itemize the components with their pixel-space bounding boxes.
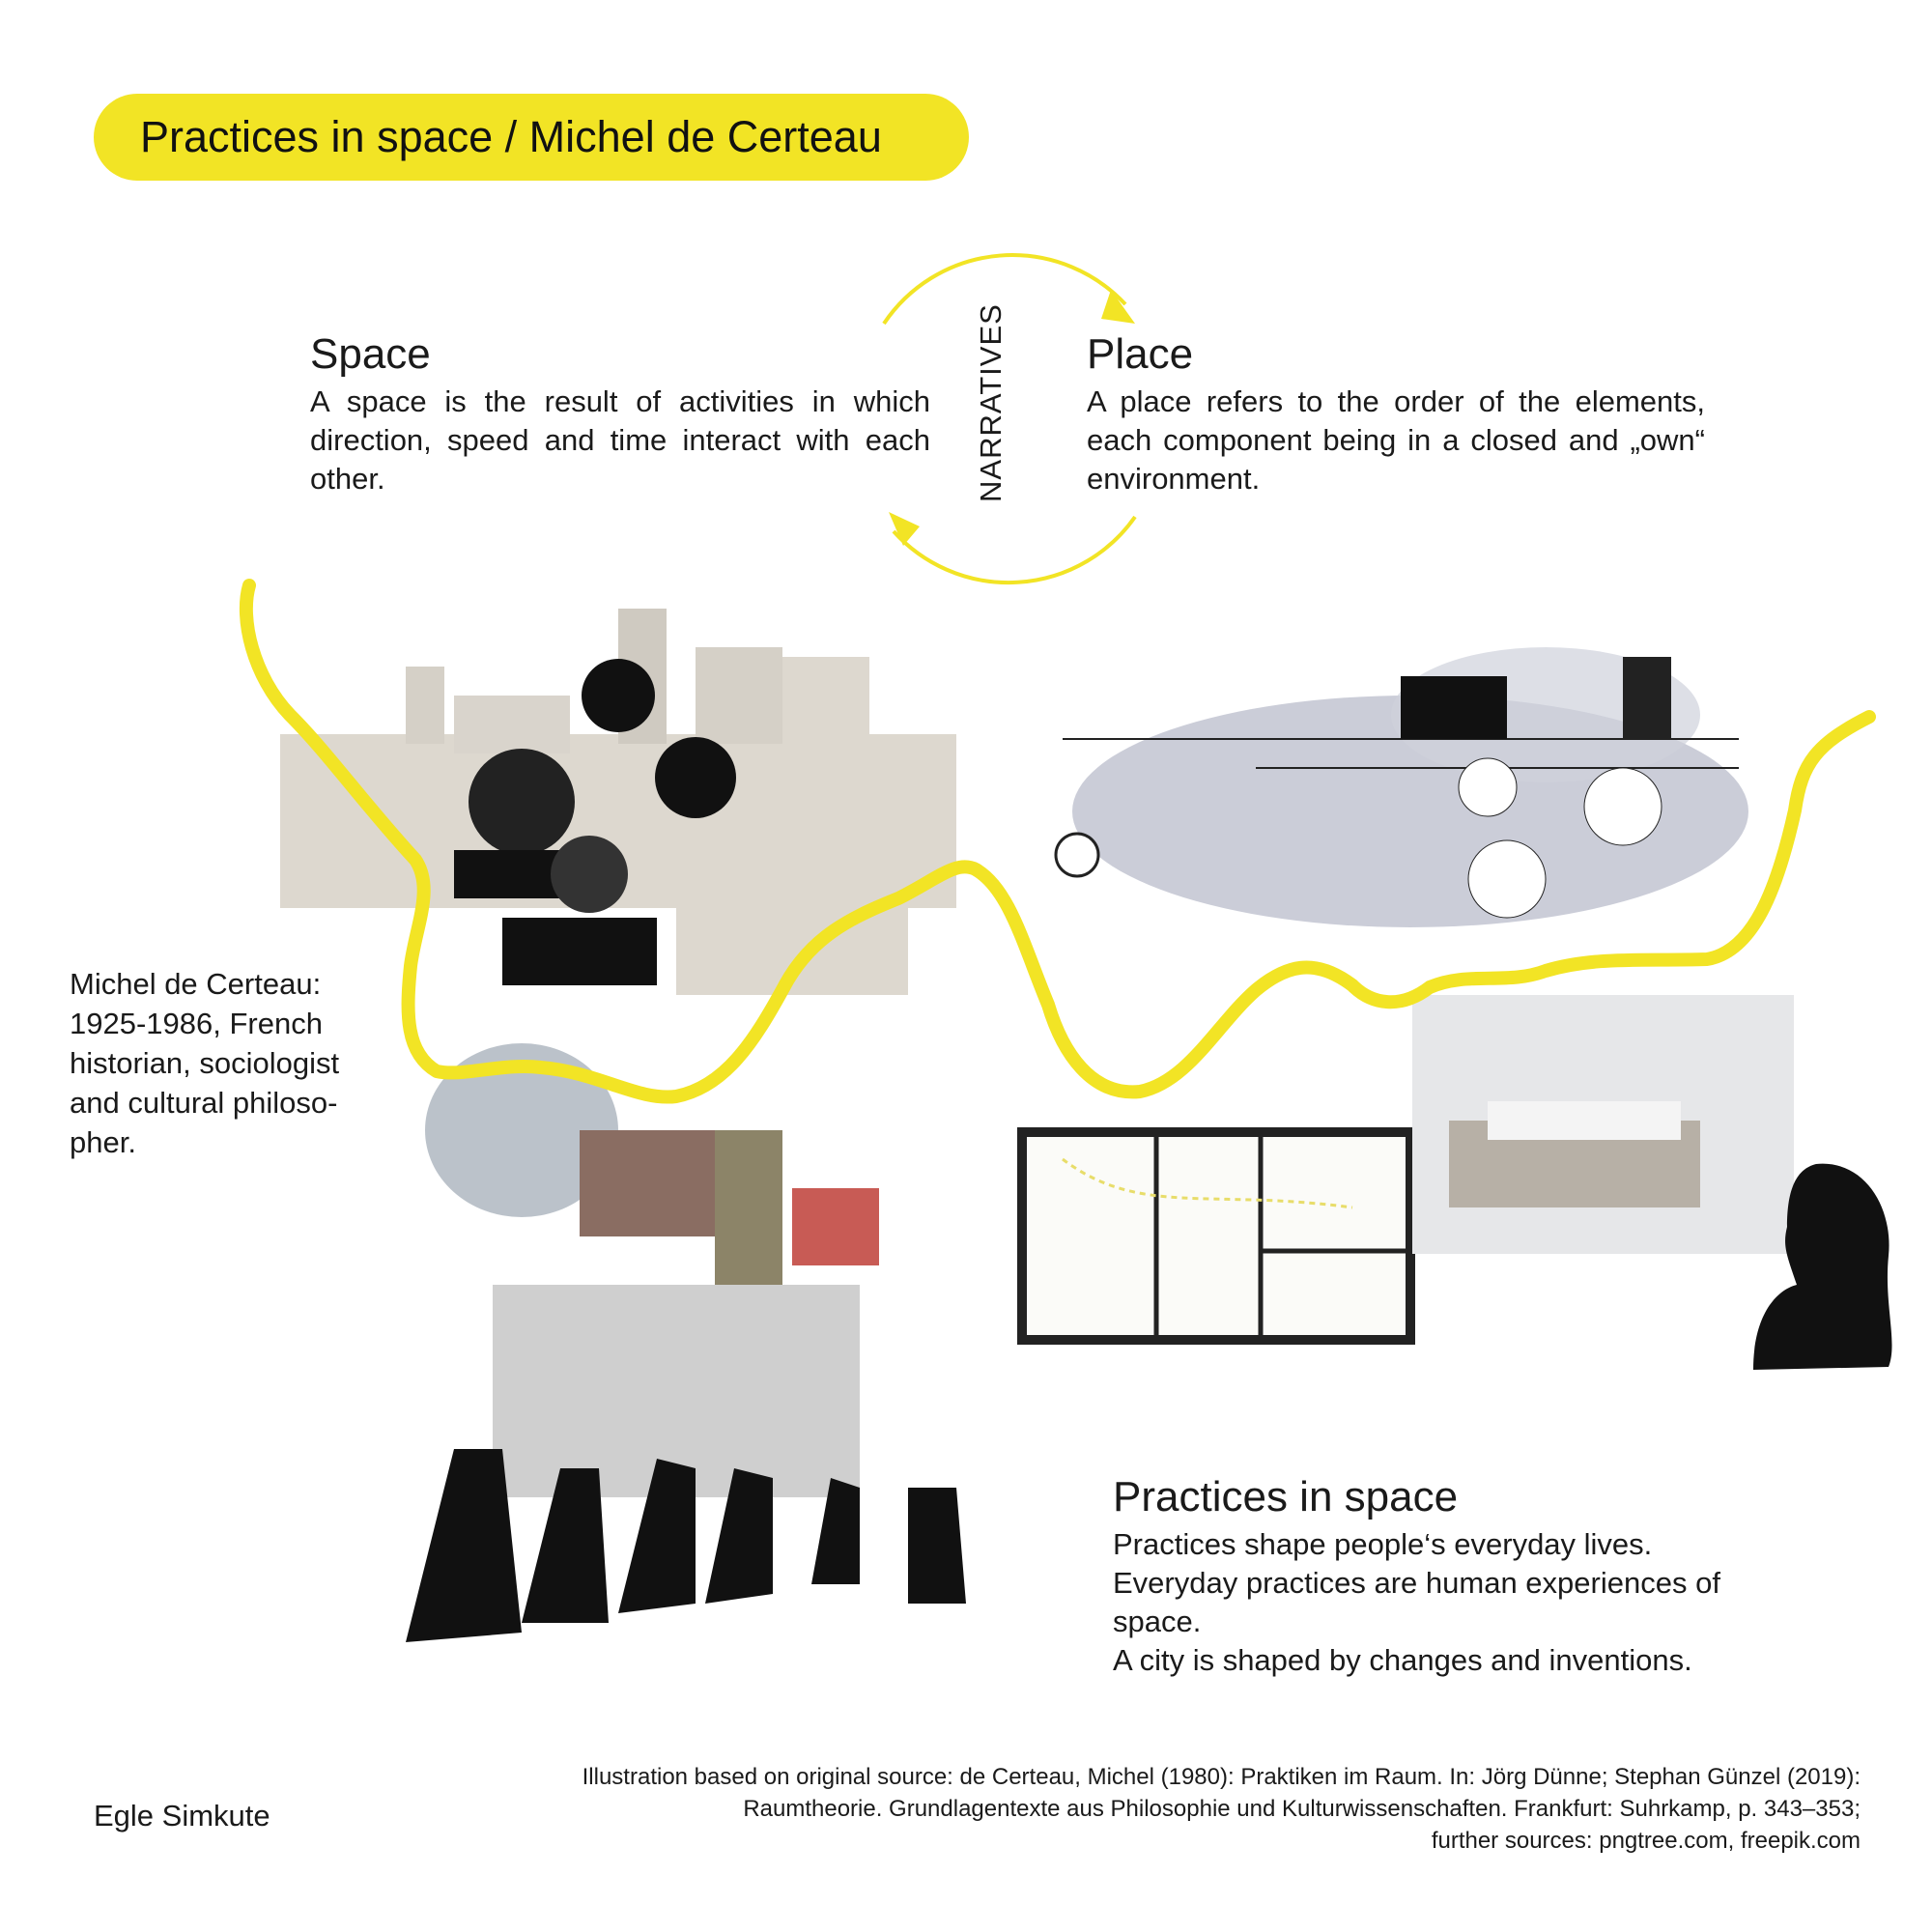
city-history-collage bbox=[406, 1043, 966, 1642]
place-description: A place refers to the order of the eleme… bbox=[1087, 384, 1705, 496]
woman-silhouette-illustration bbox=[1753, 1163, 1892, 1370]
place-section: Place A place refers to the order of the… bbox=[1087, 330, 1705, 498]
narratives-cycle-arrows bbox=[882, 253, 1137, 585]
space-description: A space is the result of activities in w… bbox=[310, 384, 930, 496]
space-section: Space A space is the result of activitie… bbox=[310, 330, 930, 498]
citation-line: Raumtheorie. Grundlagentexte aus Philoso… bbox=[743, 1796, 1861, 1822]
citation-line: Illustration based on original source: d… bbox=[582, 1764, 1861, 1790]
author-name: Egle Simkute bbox=[94, 1799, 270, 1833]
practices-heading: Practices in space bbox=[1113, 1473, 1459, 1520]
place-heading: Place bbox=[1087, 330, 1194, 378]
floor-plan-illustration bbox=[1017, 1127, 1415, 1345]
space-heading: Space bbox=[310, 330, 431, 378]
author-bio: Michel de Certeau: 1925-1986, French his… bbox=[70, 967, 340, 1159]
page-title: Practices in space / Michel de Certeau bbox=[140, 112, 882, 161]
yellow-path-line bbox=[239, 579, 1876, 1104]
source-citation: Illustration based on original source: d… bbox=[315, 1761, 1861, 1857]
bedroom-illustration bbox=[1412, 995, 1794, 1254]
practices-section: Practices in space Practices shape peopl… bbox=[1113, 1473, 1750, 1680]
place-watercolor-illustration bbox=[1054, 647, 1748, 927]
practices-line: A city is shaped by changes and inventio… bbox=[1113, 1643, 1692, 1677]
narratives-label: NARRATIVES bbox=[974, 303, 1008, 502]
newspaper-city-illustration bbox=[280, 609, 956, 995]
arrow-head-left-icon bbox=[889, 512, 920, 546]
practices-line: Everyday practices are human experiences… bbox=[1113, 1566, 1720, 1638]
citation-line: further sources: pngtree.com, freepik.co… bbox=[1431, 1828, 1861, 1854]
practices-line: Practices shape people‘s everyday lives. bbox=[1113, 1527, 1653, 1561]
title-banner: Practices in space / Michel de Certeau bbox=[94, 94, 969, 181]
arrow-head-right-icon bbox=[1101, 290, 1135, 324]
